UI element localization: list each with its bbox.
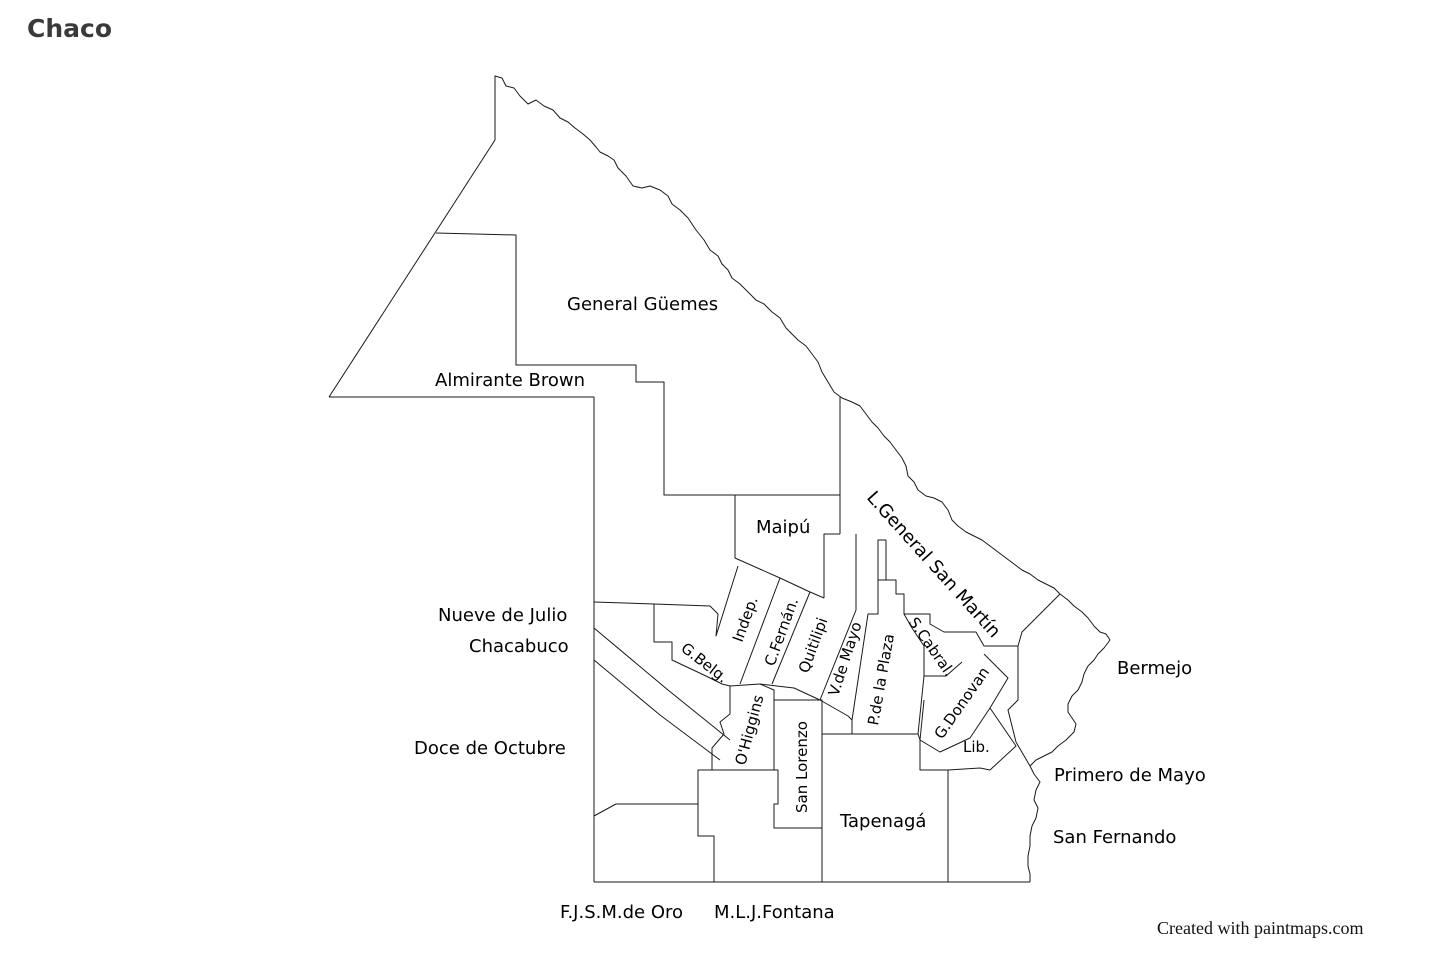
border-sanlorenzo: [712, 683, 775, 771]
label-primero-de-mayo: Primero de Mayo: [1054, 765, 1206, 786]
label-chacabuco: Chacabuco: [469, 636, 569, 657]
label-libertad: Lib.: [963, 738, 990, 756]
border-plaza-south: [851, 661, 963, 735]
border-nueve-de-julio: [593, 565, 739, 637]
label-almirante-brown: Almirante Brown: [435, 370, 585, 391]
label-mayor-luis-j-fontana: M.L.J.Fontana: [714, 902, 835, 923]
border-vmayo-plaza: [877, 539, 886, 580]
border-bermejo: [1017, 593, 1061, 647]
label-sargento-cabral: S.Cabral.: [905, 614, 959, 680]
label-general-belgrano: G.Belg.: [678, 639, 732, 687]
label-veinticinco-de-mayo: V.de Mayo: [825, 620, 866, 699]
border-doce-strip-south: [593, 659, 721, 761]
border-tapenaga-east: [917, 733, 921, 741]
border-oro-fontana: [593, 803, 715, 882]
border-indep-cfernandez: [739, 577, 781, 685]
label-maipu: Maipú: [756, 517, 810, 538]
border-donovan-east: [1007, 646, 1019, 743]
border-sanlorenzo-south: [773, 769, 822, 829]
label-libertador-general-san-martin: L.General San Martín: [862, 487, 1004, 642]
border-libertad: [919, 707, 1017, 771]
border-primero-de-mayo: [1015, 741, 1031, 767]
border-cfernandez-quitilipi: [771, 591, 811, 685]
department-labels: General Güemes Almirante Brown Maipú L.G…: [414, 294, 1206, 923]
border-east: [1027, 639, 1111, 882]
label-ohiggins: O'Higgins: [731, 693, 767, 767]
border-northwest: [328, 75, 1111, 641]
border-west: [329, 396, 595, 882]
label-bermejo: Bermejo: [1117, 658, 1192, 679]
border-scabral: [903, 613, 925, 676]
border-maipu: [734, 495, 825, 599]
label-san-fernando: San Fernando: [1053, 827, 1176, 848]
label-independencia: Indep.: [729, 594, 762, 644]
label-san-lorenzo: San Lorenzo: [793, 721, 811, 813]
border-guemes-brown: [435, 232, 840, 496]
border-maipu-east: [823, 533, 840, 598]
credit-text: Created with paintmaps.com: [1157, 918, 1364, 938]
label-general-donovan: G.Donovan: [931, 664, 994, 743]
label-nueve-de-julio: Nueve de Julio: [438, 605, 567, 626]
map-title: Chaco: [27, 14, 113, 43]
border-chacabuco: [653, 604, 761, 687]
label-general-guemes: General Güemes: [567, 294, 718, 315]
label-doce-de-octubre: Doce de Octubre: [414, 738, 566, 759]
border-plaza: [878, 579, 1018, 647]
border-vmayo-east: [851, 540, 887, 721]
label-comandante-fernandez: C.Fernán.: [761, 595, 802, 668]
label-quitilipi: Quitilipi: [795, 615, 832, 675]
label-fray-justo-santa-maria-de-oro: F.J.S.M.de Oro: [560, 902, 683, 923]
border-sanlorenzo-east: [774, 699, 823, 882]
label-tapenaga: Tapenagá: [839, 811, 926, 832]
border-quitilipi-vmayo: [819, 534, 857, 701]
border-doce-strip-north: [593, 627, 731, 741]
border-ohiggins-west: [697, 686, 731, 804]
label-presidencia-de-la-plaza: P.de la Plaza: [864, 632, 898, 726]
department-borders: [328, 75, 1111, 883]
